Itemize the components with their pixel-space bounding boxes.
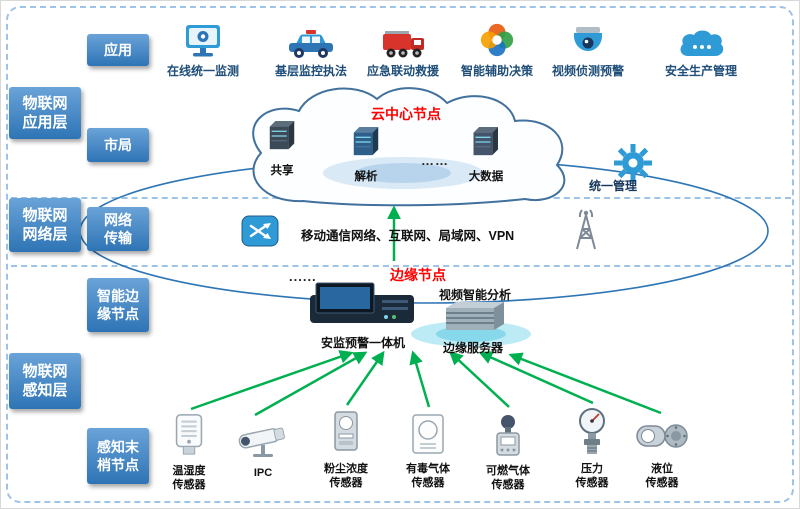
- toxic-gas-sensor-icon: [408, 413, 448, 460]
- app-item-decision-support: 智能辅助决策: [461, 19, 533, 79]
- app-item-police-enforcement: 基层监控执法: [275, 19, 347, 79]
- police-car-icon: [287, 19, 335, 59]
- sensor-label: 压力 传感器: [575, 463, 609, 489]
- sensor-label: 粉尘浓度 传感器: [324, 463, 368, 489]
- sensor-liquid-level: 液位 传感器: [635, 417, 689, 491]
- cloud-glow-inner: [355, 163, 451, 183]
- sensor-label: IPC: [253, 467, 273, 479]
- sensor-label: 温湿度 传感器: [172, 465, 206, 491]
- cloud-node-label: 共享: [270, 165, 294, 177]
- sensor-toxic-gas: 有毒气体 传感器: [406, 413, 450, 491]
- sensor-combustible-gas: 可燃气体 传感器: [486, 413, 530, 493]
- label-perception-end-node: 感知末 梢节点: [87, 428, 149, 484]
- edge-machine-label: 安监预警一体机: [320, 336, 405, 350]
- edge-server-group: 边缘服务器: [440, 300, 506, 356]
- ipc-camera-icon: [235, 421, 291, 464]
- cloud-node-bigdata: 大数据: [468, 123, 504, 184]
- server-icon: [470, 123, 502, 166]
- network-types-text: 移动通信网络、互联网、局域网、VPN: [301, 229, 515, 243]
- app-item-label: 视频侦测预警: [551, 64, 625, 78]
- edge-server-label: 边缘服务器: [442, 341, 503, 355]
- sensor-temp-humidity: 温湿度 传感器: [169, 413, 209, 493]
- edge-ellipsis: ......: [289, 269, 317, 284]
- decision-support-icon: [478, 19, 516, 59]
- liquid-level-sensor-icon: [635, 417, 689, 460]
- app-item-video-detection: 视频侦测预警: [552, 19, 624, 79]
- temp-humidity-sensor-icon: [169, 413, 209, 462]
- signal-tower-icon: [569, 207, 603, 256]
- server-icon: [266, 117, 298, 160]
- sensor-label: 可燃气体 传感器: [486, 465, 530, 491]
- sensor-dust: 粉尘浓度 传感器: [324, 409, 368, 491]
- video-analysis-label: 视频智能分析: [438, 288, 512, 302]
- dome-camera-icon: [568, 19, 608, 59]
- edge-machine-group: 安监预警一体机: [308, 281, 418, 351]
- gear-icon: [613, 143, 653, 188]
- edge-server-icon: [440, 300, 506, 337]
- cloud-node-share: 共享: [266, 117, 298, 178]
- app-item-label: 应急联动救援: [366, 64, 440, 78]
- sensor-label: 液位 传感器: [645, 463, 679, 489]
- sensor-label: 有毒气体 传感器: [406, 463, 450, 489]
- cloud-node-label: 大数据: [468, 171, 504, 183]
- label-smart-edge-node: 智能边 缘节点: [87, 278, 149, 332]
- app-item-label: 安全生产管理: [664, 64, 738, 78]
- label-iot-network-layer: 物联网 网络层: [9, 198, 81, 252]
- label-application: 应用: [87, 34, 149, 66]
- server-icon: [350, 123, 382, 166]
- label-iot-application-layer: 物联网 应用层: [9, 87, 81, 139]
- label-iot-perception-layer: 物联网 感知层: [9, 353, 81, 409]
- label-city-bureau: 市局: [87, 128, 149, 162]
- cloud-center-node-title: 云中心节点: [371, 106, 441, 122]
- label-network-transmission: 网络 传输: [87, 207, 149, 251]
- edge-machine-icon: [308, 281, 418, 332]
- app-item-emergency-rescue: 应急联动救援: [367, 19, 439, 79]
- switch-icon: [241, 215, 279, 252]
- layer-divider-bottom: [11, 265, 791, 267]
- app-item-label: 智能辅助决策: [460, 64, 534, 78]
- unified-management-label: 统一管理: [589, 179, 638, 193]
- app-item-online-monitoring: 在线统一监测: [167, 19, 239, 79]
- sensor-ipc: IPC: [235, 421, 291, 481]
- combustible-gas-sensor-icon: [488, 413, 528, 462]
- pressure-sensor-icon: [572, 407, 612, 460]
- fire-truck-icon: [380, 19, 425, 59]
- cloud-node-analysis: 解析: [350, 123, 382, 184]
- sensor-uplink-arrows: [190, 205, 662, 417]
- cloud-ellipsis: ……: [421, 153, 449, 168]
- edge-node-title: 边缘节点: [390, 267, 446, 283]
- cloud-app-icon: [678, 19, 724, 59]
- app-item-safety-management: 安全生产管理: [665, 19, 737, 79]
- app-item-label: 在线统一监测: [166, 64, 240, 78]
- cloud-node-label: 解析: [354, 171, 378, 183]
- app-item-label: 基层监控执法: [274, 64, 348, 78]
- dust-sensor-icon: [326, 409, 366, 460]
- sensor-pressure: 压力 传感器: [572, 407, 612, 491]
- online-monitoring-icon: [183, 19, 223, 59]
